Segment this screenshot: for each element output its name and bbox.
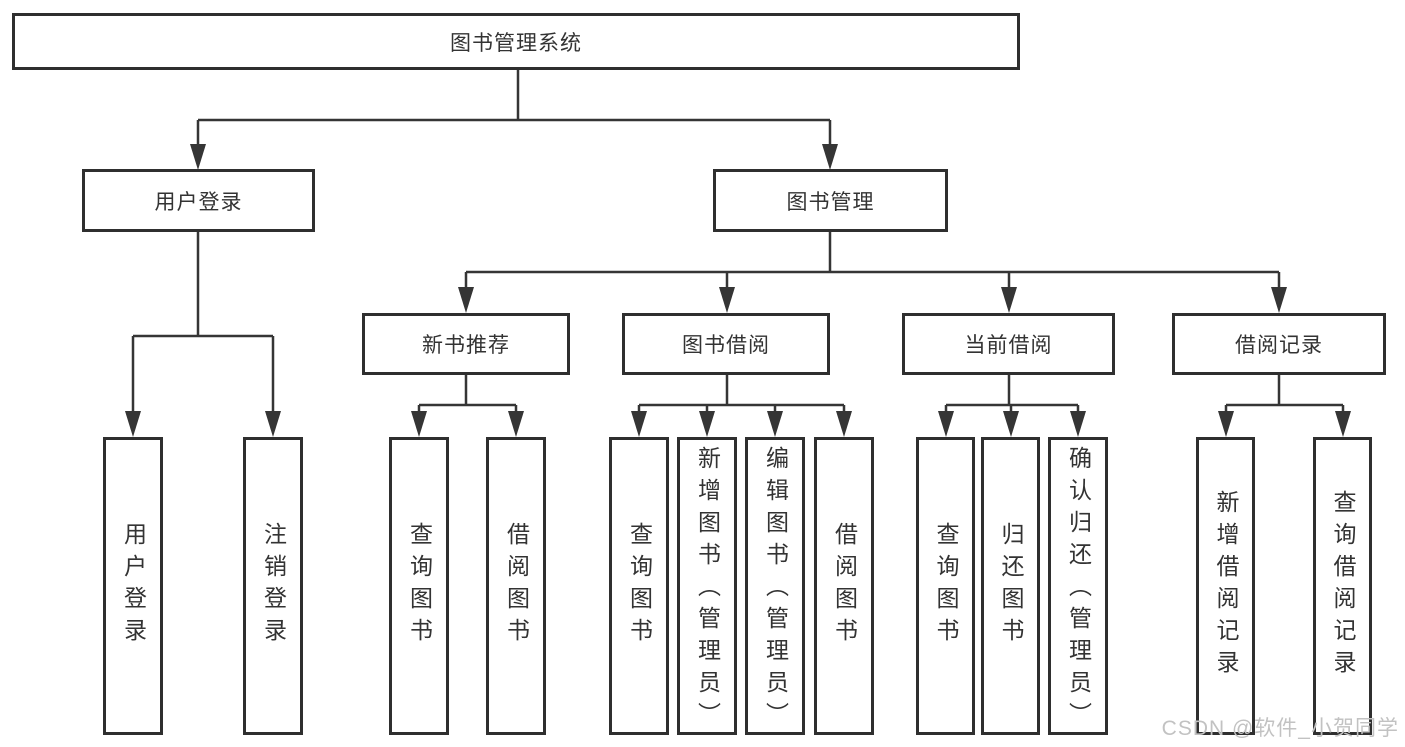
node-label: 新增借阅记录 [1213,490,1239,682]
node-label: 新书推荐 [422,334,510,357]
connector-lines [131,70,1345,418]
node-label: 编辑图书（管理员） [762,446,789,734]
node-label: 确认归还（管理员） [1065,446,1092,734]
node-label: 借阅记录 [1235,334,1323,357]
leaf-confirm-return-admin: 确认归还（管理员） [1048,437,1108,735]
node-user-login: 用户登录 [82,169,315,232]
node-current-borrowing: 当前借阅 [902,313,1115,375]
arrowhead-icons [125,144,1351,437]
leaf-add-books-admin: 新增图书（管理员） [677,437,737,735]
leaf-add-borrow-record: 新增借阅记录 [1196,437,1255,735]
leaf-borrow-books: 借阅图书 [814,437,874,735]
node-label: 查询图书 [406,522,433,650]
node-label: 归还图书 [998,522,1024,650]
csdn-watermark: CSDN @软件_小贺同学 [1161,717,1399,740]
node-label: 用户登录 [120,522,147,650]
node-label: 借阅图书 [503,522,530,650]
node-label: 图书管理系统 [450,31,582,55]
leaf-borrow-books-recommend: 借阅图书 [486,437,546,735]
leaf-query-books-recommend: 查询图书 [389,437,449,735]
leaf-logout: 注销登录 [243,437,303,735]
node-label: 用户登录 [154,190,243,214]
node-new-book-recommendation: 新书推荐 [362,313,570,375]
node-book-management: 图书管理 [713,169,948,232]
node-label: 注销登录 [260,522,287,650]
leaf-query-books-borrow: 查询图书 [609,437,669,735]
leaf-query-borrow-record: 查询借阅记录 [1313,437,1372,735]
node-system-root: 图书管理系统 [12,13,1020,70]
node-label: 借阅图书 [831,522,858,650]
leaf-query-books-current: 查询图书 [916,437,975,735]
node-book-borrowing: 图书借阅 [622,313,830,375]
node-borrowing-records: 借阅记录 [1172,313,1386,375]
node-label: 新增图书（管理员） [694,446,721,734]
leaf-return-books: 归还图书 [981,437,1040,735]
node-label: 图书管理 [786,190,875,214]
node-label: 当前借阅 [964,334,1053,357]
node-label: 查询借阅记录 [1330,490,1356,682]
node-label: 查询图书 [626,522,653,650]
leaf-user-login: 用户登录 [103,437,163,735]
node-label: 图书借阅 [682,334,770,357]
leaf-edit-books-admin: 编辑图书（管理员） [745,437,805,735]
node-label: 查询图书 [933,522,959,650]
